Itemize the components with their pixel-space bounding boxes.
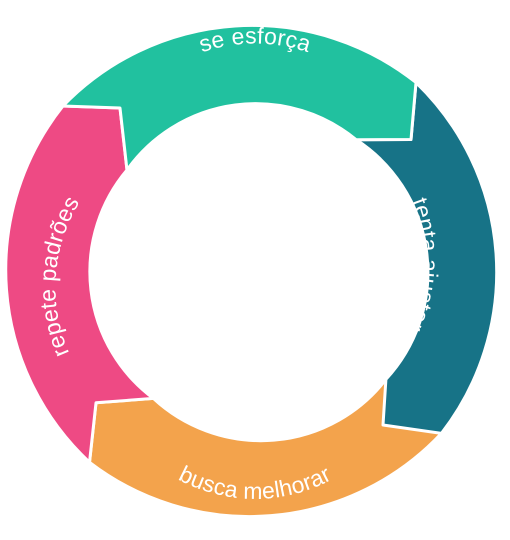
segment-tenta-ajustar	[354, 81, 499, 435]
segment-se-esforca	[61, 23, 418, 172]
